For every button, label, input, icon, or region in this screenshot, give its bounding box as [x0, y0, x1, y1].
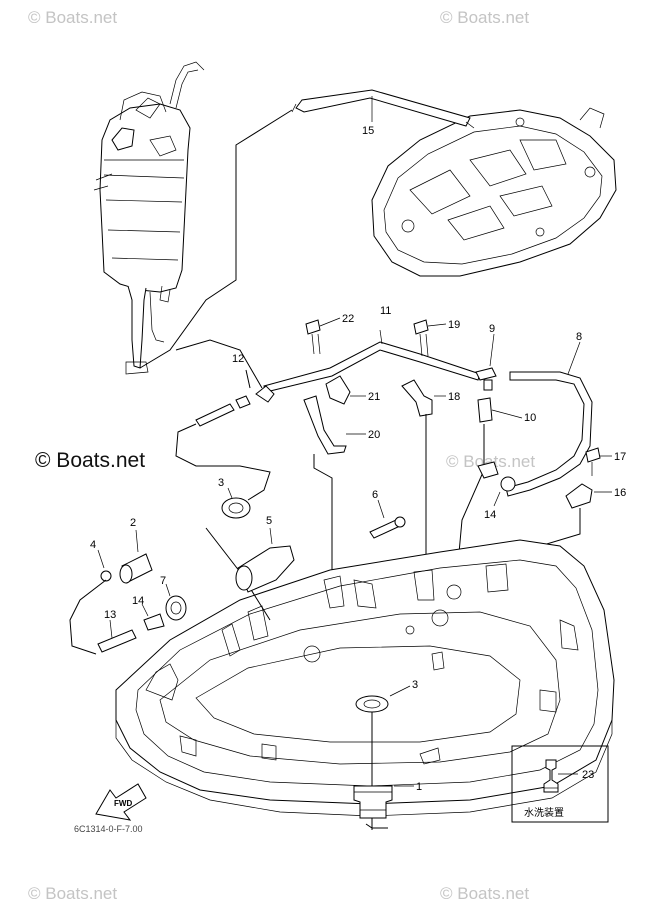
inset-caption: 水洗装置	[524, 806, 564, 819]
joint-9: 9	[475, 323, 497, 391]
bracket-20: 20	[303, 395, 380, 586]
fwd-arrow: FWD	[95, 783, 147, 821]
callout-20: 20	[368, 429, 380, 441]
watermark-top-left: © Boats.net	[28, 8, 118, 27]
hose-15: 15	[139, 89, 475, 369]
callout-3-upper: 3	[218, 477, 224, 489]
bolt-6: 6	[369, 489, 406, 539]
hose-10: 10	[455, 397, 536, 587]
callout-21: 21	[368, 391, 380, 403]
fitting-14-left: 14	[132, 595, 165, 631]
callout-9: 9	[489, 323, 495, 335]
fitting-14-right: 14	[477, 461, 516, 521]
watermark-middle-left: © Boats.net	[35, 449, 146, 472]
clamp-18: 18	[401, 379, 460, 586]
callout-12: 12	[232, 353, 244, 365]
callout-15: 15	[362, 125, 374, 137]
callout-11: 11	[380, 305, 391, 317]
watermark-middle-right: © Boats.net	[446, 452, 536, 471]
callout-4: 4	[90, 539, 96, 551]
hose-11-assembly: 11 12	[175, 305, 481, 501]
grommet-5: 5	[235, 515, 295, 593]
callout-18: 18	[448, 391, 460, 403]
callout-8: 8	[576, 331, 582, 343]
drawing-code: 6C1314-0-F-7.00	[74, 824, 143, 834]
callout-7: 7	[160, 575, 166, 587]
callout-14-left: 14	[132, 595, 144, 607]
callout-2: 2	[130, 517, 136, 529]
callout-1: 1	[416, 781, 422, 793]
callout-14-right: 14	[484, 509, 496, 521]
callout-5: 5	[266, 515, 272, 527]
callout-17: 17	[614, 451, 626, 463]
nut-7: 7	[160, 575, 187, 621]
callout-22: 22	[342, 313, 354, 325]
clip-4: 4	[90, 539, 112, 582]
bolt-19: 19	[413, 319, 460, 357]
hose-13: 13	[69, 579, 137, 655]
callout-19: 19	[448, 319, 460, 331]
inset-box: 23 水洗装置	[511, 745, 609, 823]
engine-powerhead	[93, 61, 205, 375]
connector-2: 2	[119, 517, 153, 584]
callout-6: 6	[372, 489, 378, 501]
watermark-bottom-left: © Boats.net	[28, 884, 118, 903]
bolt-17: 17	[585, 447, 626, 476]
clamp-21: 21	[325, 375, 380, 405]
callout-23: 23	[582, 769, 594, 781]
exhaust-plate	[371, 107, 617, 277]
callout-3-lower: 3	[412, 679, 418, 691]
watermark-bottom-right: © Boats.net	[440, 884, 530, 903]
fwd-label: FWD	[114, 799, 132, 808]
callout-16: 16	[614, 487, 626, 499]
callout-10: 10	[524, 412, 536, 424]
bolt-22: 22	[305, 313, 354, 355]
callout-13: 13	[104, 609, 116, 621]
bottom-cowling	[115, 539, 615, 817]
watermark-top-right: © Boats.net	[440, 8, 530, 27]
hose-8: 8	[505, 331, 593, 497]
drain-fitting-1: 1	[353, 781, 422, 829]
